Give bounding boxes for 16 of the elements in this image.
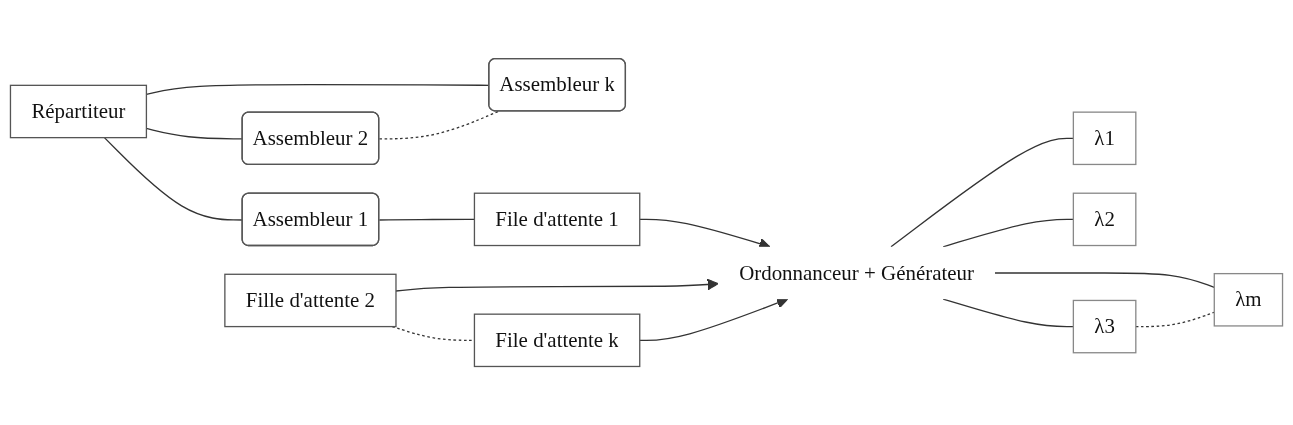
node-box: λ2 [1072, 192, 1137, 247]
node-box: File d'attente 1 [473, 192, 641, 247]
node-box: λm [1213, 272, 1284, 327]
node-box: λ3 [1072, 299, 1137, 354]
arrow [639, 297, 789, 341]
arrow [395, 278, 719, 292]
connector [890, 137, 1074, 248]
node-box: Fille d'attente 2 [224, 273, 397, 328]
node-box: Répartiteur [9, 84, 148, 139]
connector [994, 272, 1215, 288]
node-box: File d'attente k [473, 313, 641, 368]
node-box: λ1 [1072, 111, 1137, 166]
connector [942, 218, 1074, 248]
connector [378, 110, 499, 140]
connector [942, 298, 1074, 328]
node-text: Ordonnanceur + Générateur [739, 261, 974, 284]
